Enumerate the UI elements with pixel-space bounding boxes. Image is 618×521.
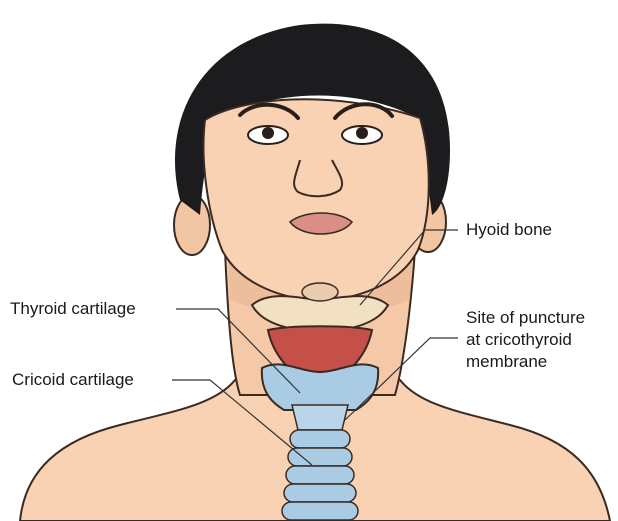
tracheal-ring-1	[290, 430, 350, 448]
tracheal-ring-5	[282, 502, 358, 520]
face	[204, 99, 429, 300]
label-hyoid-bone: Hyoid bone	[466, 220, 552, 240]
tracheal-ring-4	[284, 484, 356, 502]
label-puncture-line-1: Site of puncture	[466, 308, 585, 328]
label-puncture-line-3: membrane	[466, 352, 547, 372]
right-pupil	[356, 127, 368, 139]
label-cricoid-cartilage: Cricoid cartilage	[12, 370, 134, 390]
left-pupil	[262, 127, 274, 139]
cricothyroid-membrane-shape	[292, 405, 348, 430]
label-puncture-line-2: at cricothyroid	[466, 330, 572, 350]
hyoid-bump	[302, 283, 338, 301]
tracheal-ring-2	[288, 448, 352, 466]
label-thyroid-cartilage: Thyroid cartilage	[10, 299, 136, 319]
tracheal-ring-3	[286, 466, 354, 484]
